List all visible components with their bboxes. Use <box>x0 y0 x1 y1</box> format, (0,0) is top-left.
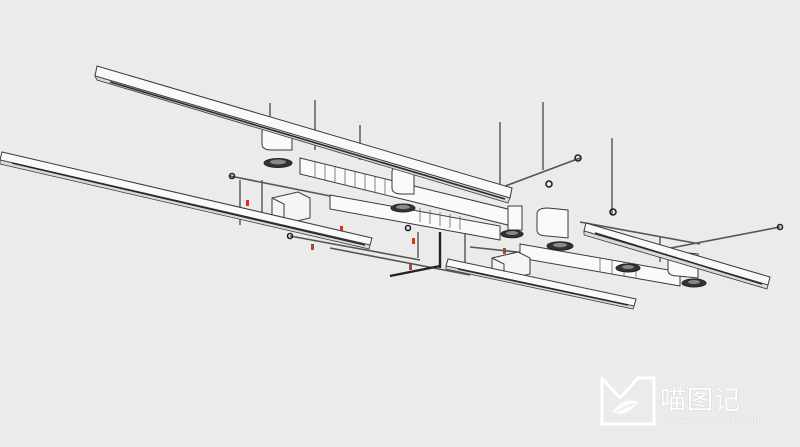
watermark: 喵图记 www.miaotuji.com <box>598 368 794 444</box>
hanger-bar <box>289 235 421 261</box>
hanger-ring <box>545 180 553 188</box>
hanger-bar <box>499 157 581 189</box>
hanger-ring <box>228 172 236 180</box>
linear-light-left <box>0 151 373 250</box>
linear-light-bottom <box>445 258 637 310</box>
round-diffusers <box>263 158 707 288</box>
duct-elbow <box>536 207 569 239</box>
suspension-rods <box>239 100 661 262</box>
linear-light-right <box>583 222 771 290</box>
linear-light-top <box>94 65 513 204</box>
watermark-url-text: www.miaotuji.com <box>662 416 761 426</box>
linear-light-fixtures <box>0 65 771 310</box>
miaotuji-logo-icon <box>600 376 656 426</box>
hanger-ring <box>286 232 294 240</box>
hanger-bar <box>329 247 471 276</box>
hanger-ring <box>404 224 412 232</box>
duct-elbow <box>507 205 523 231</box>
hanger-ring <box>609 208 617 216</box>
hanger-rings <box>228 154 784 240</box>
watermark-brand-text: 喵图记 <box>660 386 742 416</box>
hanger-ring <box>776 223 784 231</box>
hanger-bar <box>229 175 341 199</box>
hanger-bar <box>389 264 441 278</box>
hanger-bar <box>579 221 701 245</box>
hanger-ring <box>574 154 582 162</box>
